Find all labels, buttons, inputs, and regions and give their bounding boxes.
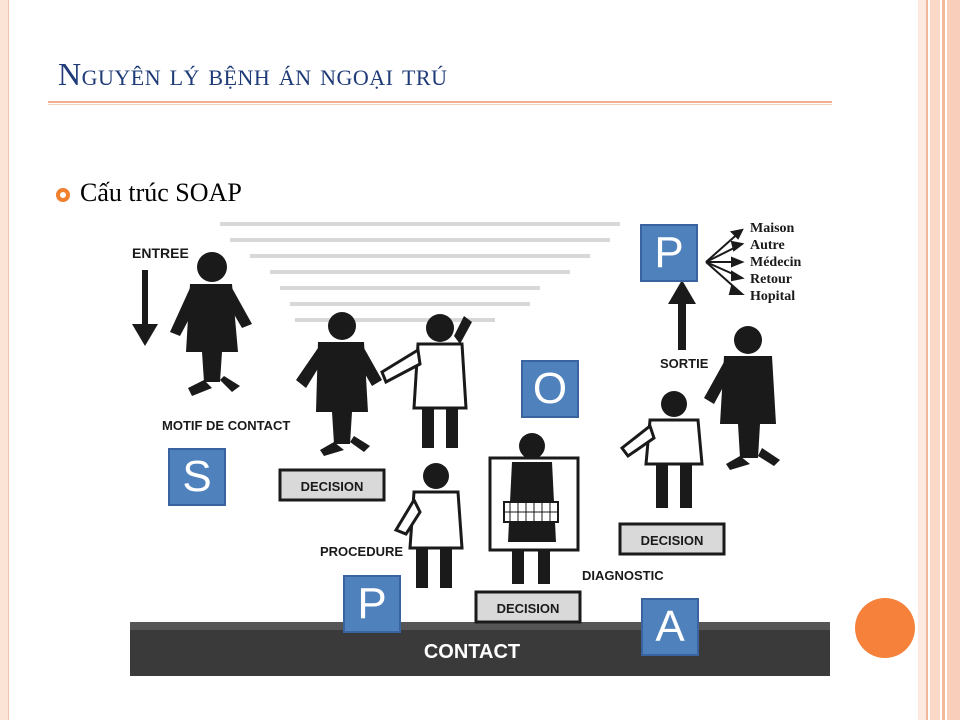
soap-box-p-top: P — [640, 224, 698, 282]
svg-text:DECISION: DECISION — [497, 601, 560, 616]
right-decorative-stripes — [918, 0, 960, 720]
title-underline-secondary — [48, 104, 832, 105]
bullet-text: Cấu trúc SOAP — [80, 178, 242, 207]
doctor-figure-procedure — [393, 463, 464, 588]
soap-box-p-bottom: P — [343, 575, 401, 633]
bullet-item: Cấu trúc SOAP — [56, 178, 242, 208]
procedure-label: PROCEDURE — [320, 544, 403, 559]
outcome-retour: Retour — [750, 272, 792, 287]
patient-figure-entering — [170, 252, 252, 396]
decision-box-3: DECISION — [618, 522, 726, 556]
soap-box-s: S — [168, 448, 226, 506]
patient-figure-pain — [296, 312, 382, 456]
decision-box-2: DECISION — [474, 590, 582, 624]
slide-title: Nguyên lý bệnh án ngoại trú — [58, 56, 448, 92]
bullet-icon — [56, 188, 70, 202]
svg-text:DECISION: DECISION — [641, 533, 704, 548]
patient-figure-leaving — [704, 326, 780, 470]
outcome-maison: Maison — [750, 221, 795, 236]
sortie-label: SORTIE — [660, 356, 709, 371]
outcome-medecin: Médecin — [750, 255, 802, 270]
sortie-arrow — [668, 280, 696, 350]
soap-box-o: O — [521, 360, 579, 418]
outcome-arrows — [705, 228, 745, 295]
soap-box-a: A — [641, 598, 699, 656]
orange-circle-decoration — [855, 598, 915, 658]
patient-figure-xray — [488, 433, 580, 584]
outcome-hopital: Hopital — [750, 289, 795, 304]
outcome-autre: Autre — [750, 238, 785, 253]
entree-label: ENTREE — [132, 245, 189, 261]
soap-illustration: CONTACT ENTREE — [120, 212, 840, 688]
motif-label: MOTIF DE CONTACT — [162, 418, 290, 433]
decision-box-1: DECISION — [278, 468, 386, 502]
title-underline — [48, 101, 832, 103]
diagnostic-label: DIAGNOSTIC — [582, 568, 664, 583]
contact-label: CONTACT — [424, 641, 520, 663]
contact-platform: CONTACT — [130, 622, 830, 676]
doctor-figure-sortie — [619, 391, 704, 508]
entree-arrow — [132, 270, 158, 346]
svg-text:DECISION: DECISION — [301, 479, 364, 494]
left-border — [0, 0, 9, 720]
doctor-figure-examining — [380, 314, 472, 448]
